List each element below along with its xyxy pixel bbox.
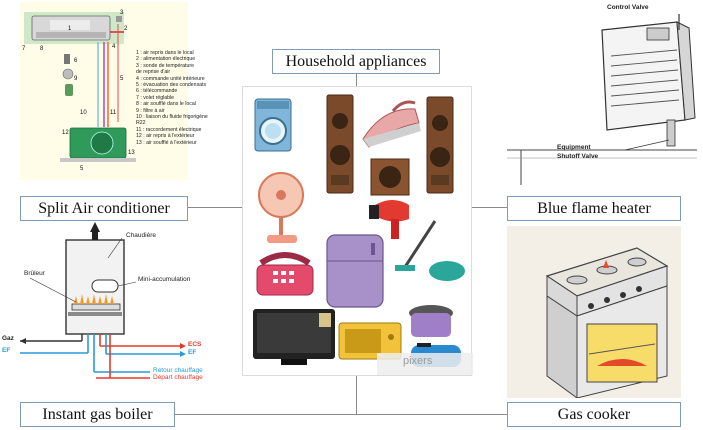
legend-line: 13 : air soufflé à l'extérieur <box>136 139 197 146</box>
ac-num-9: 9 <box>74 76 78 82</box>
household-appliances-title: Household appliances <box>272 49 440 74</box>
blue-flame-heater-diagram: Control Valve Equipment Shutoff Valve <box>507 0 697 185</box>
ac-num-3: 3 <box>120 10 124 16</box>
legend-line: R22 <box>136 120 146 127</box>
gaz-label: Gaz <box>2 335 14 342</box>
legend-line: 3 : sonde de température <box>136 62 194 69</box>
rice-cooker-icon <box>409 305 453 337</box>
subwoofer-icon <box>370 158 410 196</box>
gas-cooker-illustration <box>507 226 681 399</box>
legend-line: 2 : alimentation électrique <box>136 56 196 63</box>
ac-num-6: 6 <box>74 58 78 64</box>
pixers-watermark: pixers <box>403 355 433 367</box>
control-valve-label: Control Valve <box>607 4 649 11</box>
blue-flame-heater-label: Blue flame heater <box>507 196 681 221</box>
instant-gas-boiler-label: Instant gas boiler <box>20 402 175 427</box>
telephone-icon <box>256 252 314 296</box>
ac-num-13: 13 <box>128 150 135 156</box>
bruleur-label: Brûleur <box>24 270 45 277</box>
legend-line: 12 : air repris à l'extérieur <box>136 133 195 140</box>
shutoff-line2: Shutoff Valve <box>557 153 599 160</box>
ac-num-7: 7 <box>22 46 26 52</box>
legend-line: 9 : filtre à air <box>136 107 165 114</box>
washing-machine-icon <box>254 98 292 152</box>
split-ac-drawing: 1 3 2 7 8 6 9 10 11 5 4 12 13 5 <box>20 2 188 180</box>
speaker-right-icon <box>426 96 454 194</box>
ac-num-2: 2 <box>124 26 128 32</box>
microwave-icon <box>338 322 402 360</box>
mini-accumulation-label: Mini-accumulation <box>138 276 191 283</box>
shutoff-line1: Equipment <box>557 144 591 151</box>
appliances-panel: pixers <box>242 86 473 376</box>
ecs-label: ECS <box>188 341 202 348</box>
legend-line: 11 : raccordement électrique <box>136 126 202 133</box>
legend-line: 6 : télécommande <box>136 88 178 95</box>
appliances-illustration <box>253 94 473 375</box>
fan-icon <box>258 172 304 243</box>
gas-boiler-diagram: Chaudière Mini-accumulation Brûleur Gaz … <box>0 222 210 394</box>
depart-chauffage-label: Départ chauffage <box>153 374 203 381</box>
ac-num-8: 8 <box>40 46 44 52</box>
split-ac-label: Split Air conditioner <box>20 196 188 221</box>
television-icon <box>253 309 335 365</box>
chaudiere-label: Chaudière <box>126 232 156 239</box>
ac-num-1: 1 <box>68 26 72 32</box>
legend-line: 1 : air repris dans le local <box>136 50 194 56</box>
connector-bottom-horizontal <box>175 414 507 415</box>
speaker-left-icon <box>326 94 354 194</box>
gas-cooker-label: Gas cooker <box>507 402 681 427</box>
connector-left-upper <box>187 207 242 208</box>
heater-drawing <box>507 14 697 185</box>
ac-num-5b: 5 <box>80 166 84 172</box>
legend-line: 8 : air soufflé dans le local <box>136 101 196 108</box>
legend-line: 5 : évacuation des condensats <box>136 82 207 89</box>
legend-line: de reprise d'air <box>136 69 171 76</box>
ac-num-4: 4 <box>112 44 116 50</box>
connector-right-upper <box>472 207 507 208</box>
ac-num-11: 11 <box>110 110 117 116</box>
retour-chauffage-label: Retour chauffage <box>153 367 203 374</box>
fridge-icon <box>326 234 384 308</box>
ef-right-label: EF <box>188 349 197 356</box>
legend-line: 10 : liaison du fluide frigorigène <box>136 114 208 121</box>
connector-center-vertical <box>356 74 357 86</box>
ef-left-label: EF <box>2 347 11 354</box>
hair-dryer-icon <box>369 200 409 239</box>
ac-num-5a: 5 <box>120 76 124 82</box>
legend-line: 7 : volet réglable <box>136 94 175 101</box>
split-ac-legend: 1 : air repris dans le local 2 : aliment… <box>136 50 236 146</box>
boiler-drawing <box>20 222 186 379</box>
ac-num-10: 10 <box>80 110 87 116</box>
cooker-drawing <box>507 226 681 399</box>
iron-icon <box>362 100 421 148</box>
legend-line: 4 : commande unité intérieure <box>136 75 205 82</box>
connector-center-bottom <box>356 376 357 414</box>
ac-num-12: 12 <box>62 130 69 136</box>
vacuum-cleaner-icon <box>395 220 465 281</box>
shutoff-valve-label: Equipment Shutoff Valve <box>557 143 598 161</box>
split-ac-diagram: 1 3 2 7 8 6 9 10 11 5 4 12 13 5 1 : air … <box>20 2 208 180</box>
